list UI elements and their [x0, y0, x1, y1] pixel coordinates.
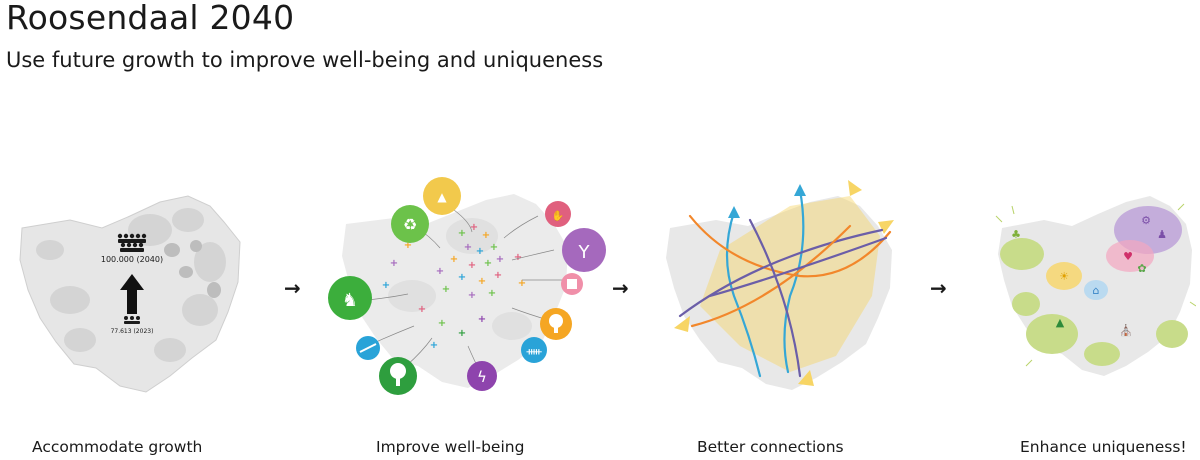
svg-text:✿: ✿	[1137, 262, 1146, 275]
pink-zone	[1106, 240, 1154, 272]
icon-oak-tree	[379, 357, 417, 395]
svg-text:▲: ▲	[1056, 316, 1065, 329]
spark-rays	[995, 203, 1196, 367]
connections-map	[666, 180, 894, 390]
svg-text:+: +	[438, 318, 446, 329]
svg-text:⛪: ⛪	[1119, 323, 1133, 337]
svg-text:+: +	[496, 254, 504, 265]
icon-people: ᚔ	[521, 337, 547, 363]
svg-text:+: +	[430, 340, 438, 351]
icon-gift	[561, 273, 583, 295]
svg-text:+: +	[470, 222, 478, 233]
svg-text:+: +	[458, 272, 466, 283]
svg-text:+: +	[518, 278, 526, 289]
svg-text:♞: ♞	[342, 290, 358, 311]
caption-better-connections: Better connections	[697, 438, 844, 456]
people-future-icon	[117, 233, 147, 252]
svg-text:+: +	[488, 288, 496, 299]
svg-text:ᚔ: ᚔ	[525, 345, 542, 358]
icon-canoe	[356, 336, 380, 360]
svg-text:+: +	[390, 258, 398, 269]
arrow-3: →	[930, 276, 947, 300]
yellow-zone	[1046, 262, 1082, 290]
svg-text:♥: ♥	[1123, 250, 1133, 263]
caption-accommodate-growth: Accommodate growth	[32, 438, 203, 456]
district-blobs	[36, 208, 226, 362]
svg-text:+: +	[476, 246, 484, 257]
svg-text:Y: Y	[578, 242, 591, 263]
svg-text:+: +	[382, 280, 390, 291]
svg-text:♣: ♣	[1011, 228, 1021, 241]
people-current-icon	[124, 316, 140, 324]
svg-text:⚙: ⚙	[1141, 214, 1151, 227]
svg-text:+: +	[404, 240, 412, 251]
svg-text:+: +	[442, 284, 450, 295]
svg-text:▲: ▲	[437, 190, 447, 204]
svg-text:+: +	[458, 228, 466, 239]
svg-text:♻: ♻	[403, 215, 417, 234]
arrow-2: →	[612, 276, 629, 300]
blue-arrowheads	[728, 184, 806, 218]
svg-text:+: +	[478, 314, 486, 325]
landmark-icons: ♣ ⚙ ♟ ♥ ☀ ⌂ ▲ ⛪ ✿	[1011, 214, 1167, 337]
future-population-label: 100.000 (2040)	[101, 255, 163, 264]
icon-cocktail: Y	[562, 228, 606, 272]
yellow-arrowheads	[674, 180, 894, 386]
svg-text:+: +	[478, 276, 486, 287]
svg-text:+: +	[436, 266, 444, 277]
svg-text:+: +	[514, 252, 522, 263]
plus-markers: +++ +++ +++ +++ +++ +++ +++ +++ +++	[382, 222, 526, 351]
svg-text:+: +	[418, 304, 426, 315]
connection-routes	[678, 188, 892, 378]
icon-deer: ♞	[328, 276, 372, 320]
district-blobs-dark	[164, 240, 221, 298]
svg-text:+: +	[468, 260, 476, 271]
caption-improve-well-being: Improve well-being	[376, 438, 525, 456]
page-subtitle: Use future growth to improve well-being …	[6, 48, 604, 72]
svg-text:+: +	[490, 242, 498, 253]
svg-text:ϟ: ϟ	[477, 368, 487, 386]
svg-text:♟: ♟	[1157, 228, 1167, 241]
svg-text:⌂: ⌂	[1093, 284, 1100, 297]
growth-map: 100.000 (2040) 77.613 (2023)	[19, 195, 241, 393]
growth-arrow-icon	[120, 274, 144, 314]
svg-text:+: +	[468, 290, 476, 301]
caption-enhance-uniqueness: Enhance uniqueness!	[1020, 438, 1187, 456]
green-zones	[1000, 238, 1188, 366]
well-being-map: +++ +++ +++ +++ +++ +++ +++ +++ +++ ▲ ♻ …	[328, 177, 606, 395]
svg-text:+: +	[494, 270, 502, 281]
icon-handshake: ✋	[545, 201, 571, 227]
icon-pyramid: ▲	[423, 177, 461, 215]
svg-text:+: +	[458, 328, 466, 339]
svg-text:+: +	[482, 230, 490, 241]
city-shape	[666, 196, 892, 390]
icon-lightning: ϟ	[467, 361, 497, 391]
svg-text:☀: ☀	[1059, 270, 1069, 283]
svg-text:✋: ✋	[552, 209, 564, 222]
svg-text:+: +	[484, 258, 492, 269]
icon-recycle: ♻	[391, 205, 429, 243]
svg-text:+: +	[450, 254, 458, 265]
svg-text:+: +	[464, 242, 472, 253]
page-title: Roosendaal 2040	[6, 0, 295, 37]
current-population-label: 77.613 (2023)	[111, 328, 154, 335]
uniqueness-map: ♣ ⚙ ♟ ♥ ☀ ⌂ ▲ ⛪ ✿	[995, 196, 1196, 376]
icon-tree-orange	[540, 308, 572, 340]
arrow-1: →	[284, 276, 301, 300]
